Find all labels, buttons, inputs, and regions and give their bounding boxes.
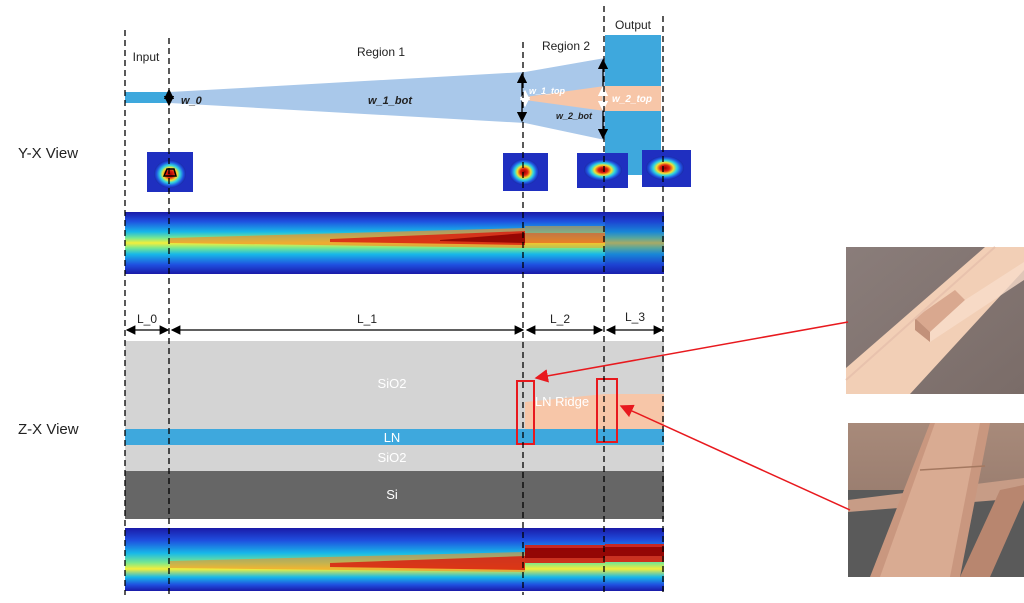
w1-bot-label: w_1_bot [368, 95, 413, 107]
mode-profile-region2-end [577, 153, 628, 188]
si-label: Si [386, 487, 398, 502]
region-output-label: Output [615, 18, 652, 32]
region1-taper [170, 72, 525, 123]
render-inset-top [845, 246, 1024, 394]
zx-view-label: Z-X View [18, 421, 79, 438]
render-inset-bottom [848, 423, 1024, 577]
w2-bot-label: w_2_bot [556, 111, 593, 121]
callout-box-region2-start [516, 380, 535, 445]
callout-arrow-top [534, 321, 849, 383]
region-boundaries [124, 6, 664, 595]
si-substrate-layer [125, 471, 664, 519]
ln-ridge-layer [525, 394, 664, 429]
mode-profile-region1-end [503, 153, 548, 191]
region2-ridge-taper [525, 86, 605, 111]
sio2-top-label: SiO2 [378, 376, 407, 391]
w0-label: w_0 [181, 95, 203, 107]
w1-top-label: w_1_top [529, 86, 566, 96]
L1-label: L_1 [357, 312, 377, 326]
L0-label: L_0 [137, 312, 157, 326]
sio2-bottom-layer [125, 445, 664, 471]
mode-profile-input [147, 152, 193, 192]
region-input-label: Input [133, 50, 160, 64]
w2-top-label: w_2_top [612, 94, 652, 105]
mode-profiles [147, 150, 691, 192]
yx-view-label: Y-X View [18, 145, 78, 162]
region-1-label: Region 1 [357, 45, 405, 59]
mode-profile-output [642, 150, 691, 187]
ln-label: LN [384, 430, 401, 445]
zx-field-map [125, 528, 664, 591]
yx-schematic: w_0 w_1_bot w_1_top w_2_bot w_2_top [125, 35, 661, 175]
ln-layer [125, 429, 664, 445]
ln-ridge-label: LN Ridge [535, 394, 589, 409]
region-2-label: Region 2 [542, 39, 590, 53]
length-dimensions: L_0 L_1 L_2 L_3 [125, 310, 664, 335]
L3-label: L_3 [625, 310, 645, 324]
output-ridge [605, 86, 661, 111]
callout-arrow-bottom [619, 404, 851, 511]
L2-label: L_2 [550, 312, 570, 326]
yx-field-map [125, 212, 664, 274]
sio2-bottom-label: SiO2 [378, 450, 407, 465]
zx-layer-stack: SiO2 LN Ridge LN SiO2 Si [125, 341, 664, 519]
callout-box-region2-end [596, 378, 618, 443]
input-waveguide [125, 92, 170, 103]
